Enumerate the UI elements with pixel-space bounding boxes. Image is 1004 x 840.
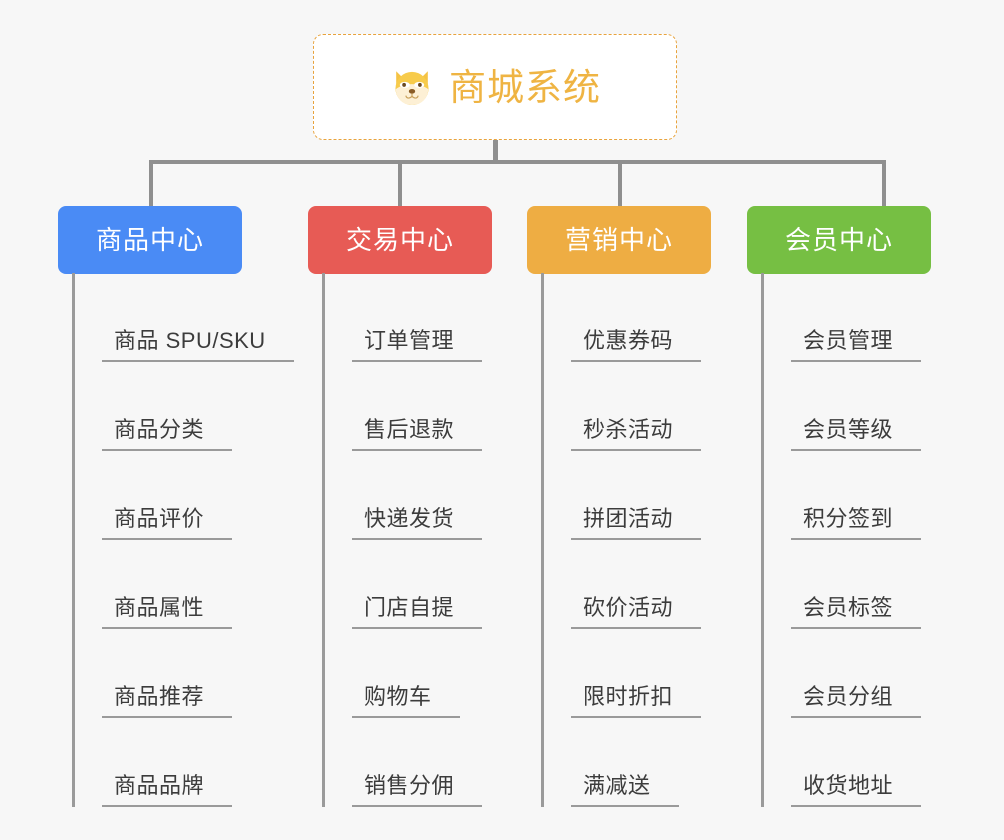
leaf-item[interactable]: 门店自提 <box>322 540 483 629</box>
root-node[interactable]: 商城系统 <box>313 34 677 140</box>
leaf-label: 门店自提 <box>352 595 483 629</box>
leaf-label: 限时折扣 <box>571 684 702 718</box>
leaf-label: 会员管理 <box>791 328 922 362</box>
category-box-0[interactable]: 商品中心 <box>58 206 242 274</box>
leaf-item[interactable]: 商品评价 <box>72 451 233 540</box>
leaf-item[interactable]: 积分签到 <box>761 451 922 540</box>
branch-trunk-2 <box>541 273 544 807</box>
leaf-item[interactable]: 优惠券码 <box>541 273 702 362</box>
category-label-1: 交易中心 <box>345 225 454 255</box>
connector-drop-2 <box>398 160 402 206</box>
connector-horizontal-bar <box>149 160 886 164</box>
leaf-item[interactable]: 会员管理 <box>761 273 922 362</box>
connector-drop-4 <box>882 160 886 206</box>
leaf-item[interactable]: 会员分组 <box>761 629 922 718</box>
leaf-label: 售后退款 <box>352 417 483 451</box>
leaf-label: 销售分佣 <box>352 773 483 807</box>
dog-face-icon <box>395 71 429 105</box>
leaf-label: 商品评价 <box>102 506 233 540</box>
leaf-label: 商品属性 <box>102 595 233 629</box>
leaf-item[interactable]: 会员等级 <box>761 362 922 451</box>
branch-trunk-0 <box>72 273 75 807</box>
leaf-item[interactable]: 商品推荐 <box>72 629 233 718</box>
leaf-label: 商品推荐 <box>102 684 233 718</box>
category-box-3[interactable]: 会员中心 <box>747 206 931 274</box>
leaf-label: 会员等级 <box>791 417 922 451</box>
leaf-item[interactable]: 商品品牌 <box>72 718 233 807</box>
leaf-label: 商品品牌 <box>102 773 233 807</box>
leaf-item[interactable]: 商品分类 <box>72 362 233 451</box>
leaf-item[interactable]: 商品 SPU/SKU <box>72 273 294 362</box>
leaf-label: 会员标签 <box>791 595 922 629</box>
leaf-item[interactable]: 订单管理 <box>322 273 483 362</box>
leaf-item[interactable]: 秒杀活动 <box>541 362 702 451</box>
leaf-item[interactable]: 会员标签 <box>761 540 922 629</box>
leaf-label: 快递发货 <box>352 506 483 540</box>
leaf-item[interactable]: 收货地址 <box>761 718 922 807</box>
leaf-label: 秒杀活动 <box>571 417 702 451</box>
leaf-label: 满减送 <box>571 773 679 807</box>
leaf-label: 订单管理 <box>352 328 483 362</box>
branch-trunk-3 <box>761 273 764 807</box>
category-box-1[interactable]: 交易中心 <box>308 206 492 274</box>
category-label-2: 营销中心 <box>564 225 673 255</box>
leaf-item[interactable]: 销售分佣 <box>322 718 483 807</box>
leaf-item[interactable]: 满减送 <box>541 718 679 807</box>
leaf-item[interactable]: 拼团活动 <box>541 451 702 540</box>
leaf-item[interactable]: 商品属性 <box>72 540 233 629</box>
leaf-label: 购物车 <box>352 684 460 718</box>
category-box-2[interactable]: 营销中心 <box>527 206 711 274</box>
leaf-item[interactable]: 购物车 <box>322 629 460 718</box>
leaf-item[interactable]: 售后退款 <box>322 362 483 451</box>
leaf-label: 拼团活动 <box>571 506 702 540</box>
leaf-item[interactable]: 砍价活动 <box>541 540 702 629</box>
branch-trunk-1 <box>322 273 325 807</box>
connector-drop-3 <box>618 160 622 206</box>
leaf-label: 会员分组 <box>791 684 922 718</box>
leaf-label: 优惠券码 <box>571 328 702 362</box>
leaf-label: 收货地址 <box>791 773 922 807</box>
category-label-0: 商品中心 <box>95 225 204 255</box>
leaf-item[interactable]: 快递发货 <box>322 451 483 540</box>
connector-drop-1 <box>149 160 153 206</box>
leaf-label: 积分签到 <box>791 506 922 540</box>
leaf-label: 商品分类 <box>102 417 233 451</box>
leaf-label: 砍价活动 <box>571 595 702 629</box>
leaf-label: 商品 SPU/SKU <box>102 328 294 362</box>
connector-root-stem <box>493 140 498 164</box>
root-title: 商城系统 <box>449 66 601 108</box>
leaf-item[interactable]: 限时折扣 <box>541 629 702 718</box>
category-label-3: 会员中心 <box>784 225 893 255</box>
